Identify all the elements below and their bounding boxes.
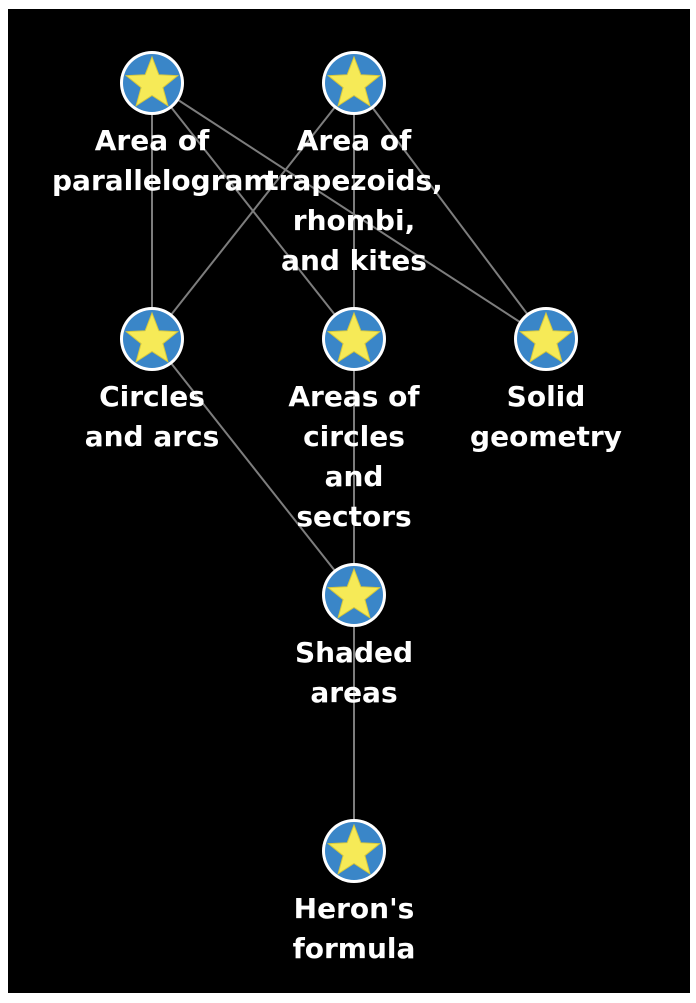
edge-layer [151,82,547,851]
node-solid[interactable]: Solid geometry [446,305,646,457]
star-badge-icon [322,51,386,115]
edge-trapezoids-to-solid [353,82,547,340]
node-circles-arcs[interactable]: Circles and arcs [52,305,252,457]
star-badge-icon [120,307,184,371]
concept-map: Area of parallelogram Area of trapezoids… [8,9,690,993]
node-parallelograms[interactable]: Area of parallelogram [52,49,273,201]
star-badge-icon [322,563,386,627]
node-areas-circles[interactable]: Areas of circles and sectors [254,305,454,537]
star-badge-icon [514,307,578,371]
star-badge-icon [322,819,386,883]
node-label: Heron's formula [292,892,416,965]
edge-circles-arcs-to-shaded [151,338,355,596]
node-label: Area of trapezoids, rhombi, and kites [265,124,443,277]
edge-parallelograms-to-solid [151,82,547,340]
node-trapezoids[interactable]: Area of trapezoids, rhombi, and kites [254,49,454,281]
node-label: Circles and arcs [84,380,220,453]
node-label: Areas of circles and sectors [288,380,420,533]
star-badge-icon [120,51,184,115]
node-label: Solid geometry [470,380,622,453]
node-shaded[interactable]: Shaded areas [254,561,454,713]
node-heron[interactable]: Heron's formula [254,817,454,969]
node-label: Area of parallelogram [52,124,273,197]
star-badge-icon [322,307,386,371]
edge-trapezoids-to-circles-arcs [151,82,355,340]
node-label: Shaded areas [294,636,414,709]
